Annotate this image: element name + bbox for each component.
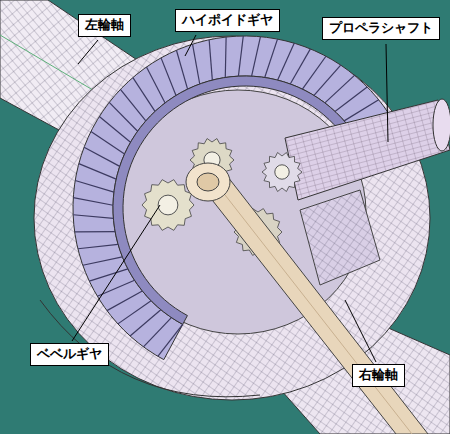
part-label: ベベルギヤ	[30, 343, 109, 366]
part-label: プロペラシャフト	[322, 17, 440, 40]
propeller-shaft	[285, 99, 450, 285]
part-label: ハイポイドギヤ	[175, 9, 280, 32]
part-label: 左輪軸	[78, 14, 131, 37]
right-axle-shaft	[186, 163, 428, 434]
part-label: 右輪軸	[352, 364, 405, 387]
leader-lines	[72, 35, 388, 362]
bevel-gears	[142, 139, 302, 256]
